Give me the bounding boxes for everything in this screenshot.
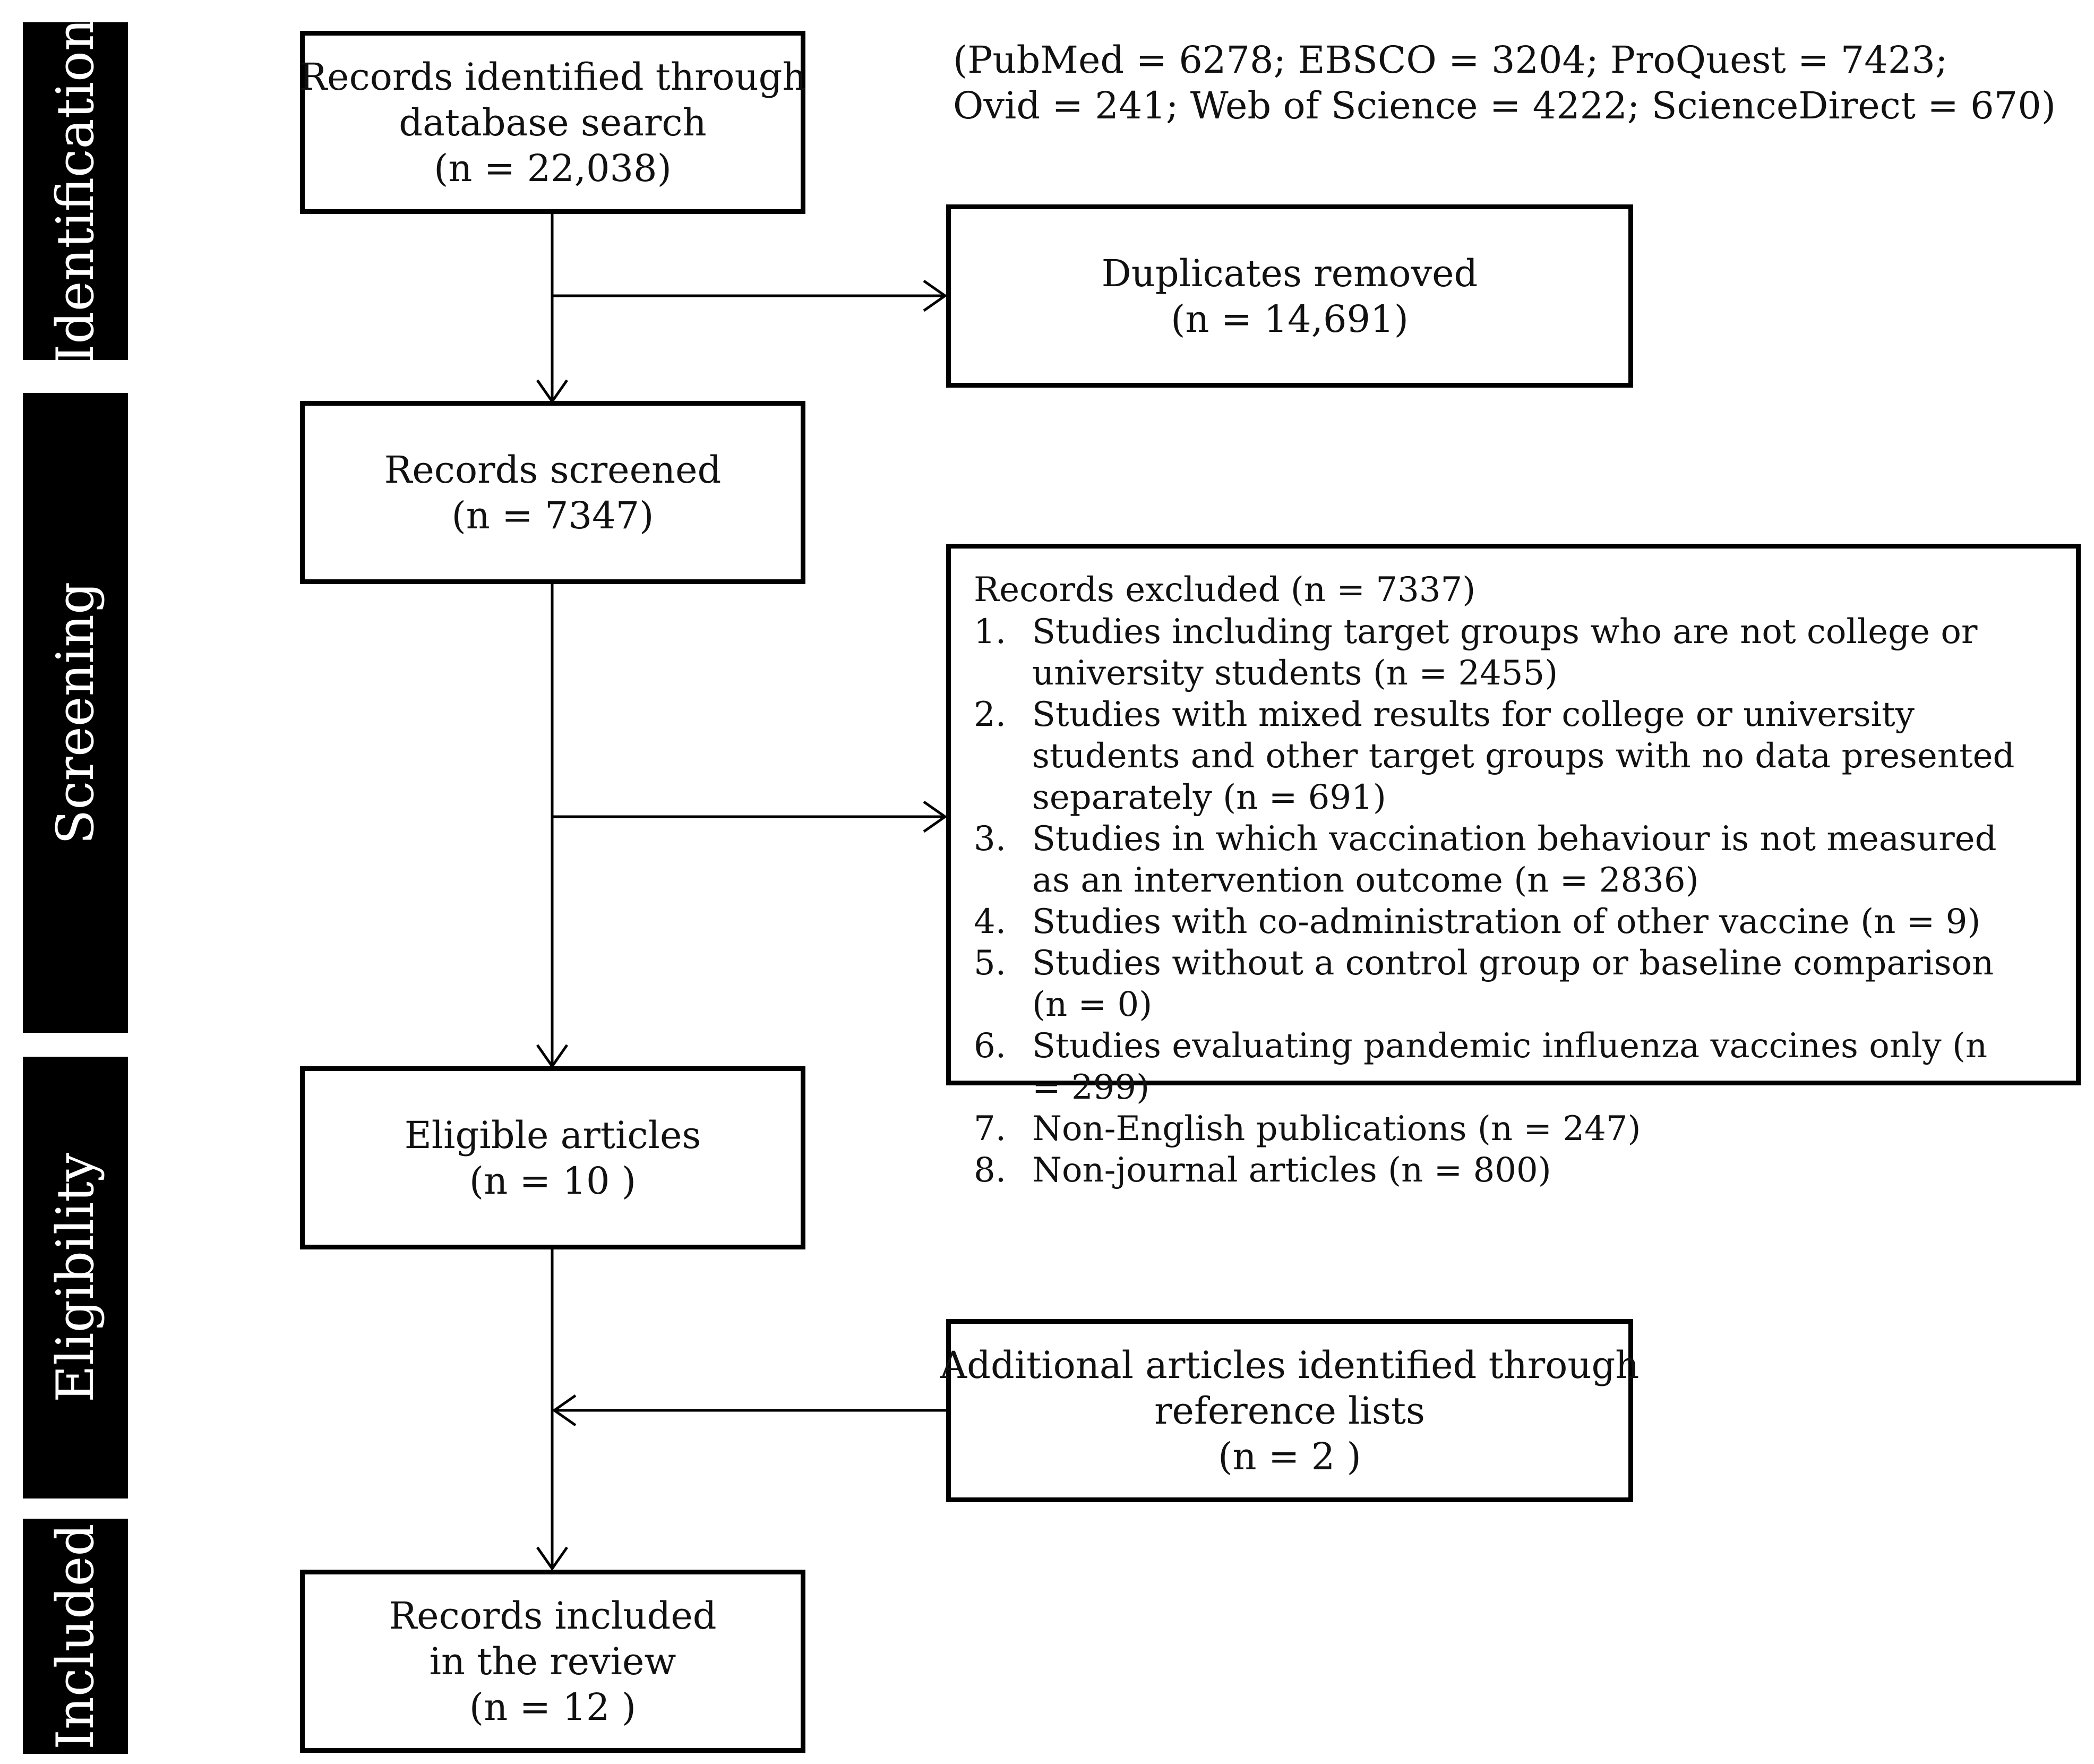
records-included-line2: in the review xyxy=(429,1639,676,1683)
exclusion-reason: 8.Non-journal articles (n = 800) xyxy=(974,1151,1551,1190)
exclusion-reasons-list: 1.Studies including target groups who ar… xyxy=(974,611,2076,1191)
database-breakdown-line1: (PubMed = 6278; EBSCO = 3204; ProQuest =… xyxy=(953,38,1948,82)
eligible-articles-count: (n = 10 ) xyxy=(469,1159,637,1203)
records-identified-box: Records identified through database sear… xyxy=(299,31,806,214)
arrowhead-excluded xyxy=(923,800,948,833)
eligible-articles-label: Eligible articles xyxy=(404,1113,701,1157)
exclusion-reason: 6.Studies evaluating pandemic influenza … xyxy=(974,1026,1988,1107)
phase-bar-included: Included xyxy=(23,1519,128,1754)
exclusion-reason: 2.Studies with mixed results for college… xyxy=(974,695,2015,817)
phase-bar-eligibility: Eligibility xyxy=(23,1057,128,1498)
exclusion-reason: 3.Studies in which vaccination behaviour… xyxy=(974,819,1997,900)
additional-articles-line1: Additional articles identified through xyxy=(940,1343,1640,1387)
arrowhead-additional-merge xyxy=(552,1394,577,1427)
additional-articles-line2: reference lists xyxy=(1154,1389,1425,1433)
phase-bar-screening: Screening xyxy=(23,393,128,1033)
records-screened-label: Records screened xyxy=(384,448,722,492)
database-breakdown-note: (PubMed = 6278; EBSCO = 3204; ProQuest =… xyxy=(953,37,2056,129)
records-screened-count: (n = 7347) xyxy=(451,493,654,537)
records-identified-line2: database search xyxy=(399,100,707,144)
eligible-articles-box: Eligible articles (n = 10 ) xyxy=(300,1066,805,1249)
records-excluded-box: Records excluded (n = 7337) 1.Studies in… xyxy=(946,544,2081,1190)
exclusion-reason: 4.Studies with co-administration of othe… xyxy=(974,902,1981,941)
records-screened-box: Records screened (n = 7347) xyxy=(300,401,805,584)
records-included-box: Records included in the review (n = 12 ) xyxy=(300,1570,805,1753)
exclusion-reason: 1.Studies including target groups who ar… xyxy=(974,612,1978,693)
database-breakdown-line2: Ovid = 241; Web of Science = 4222; Scien… xyxy=(953,84,2056,127)
records-excluded-header: Records excluded (n = 7337) xyxy=(974,570,1476,610)
exclusion-reason: 7.Non-English publications (n = 247) xyxy=(974,1109,1641,1149)
arrowhead-duplicates xyxy=(923,279,948,312)
records-identified-line1: Records identified through xyxy=(299,55,806,99)
additional-articles-box: Additional articles identified through r… xyxy=(940,1319,1639,1502)
records-identified-count: (n = 22,038) xyxy=(434,146,672,190)
duplicates-removed-count: (n = 14,691) xyxy=(1171,297,1409,341)
exclusion-reason: 5.Studies without a control group or bas… xyxy=(974,944,1994,1024)
additional-articles-count: (n = 2 ) xyxy=(1218,1434,1361,1478)
duplicates-removed-box: Duplicates removed (n = 14,691) xyxy=(946,204,1633,388)
arrowhead-included xyxy=(536,1546,569,1571)
records-included-line1: Records included xyxy=(389,1594,717,1638)
records-included-count: (n = 12 ) xyxy=(469,1685,637,1729)
phase-bar-identification: Identification xyxy=(23,18,128,364)
duplicates-removed-label: Duplicates removed xyxy=(1101,251,1478,295)
